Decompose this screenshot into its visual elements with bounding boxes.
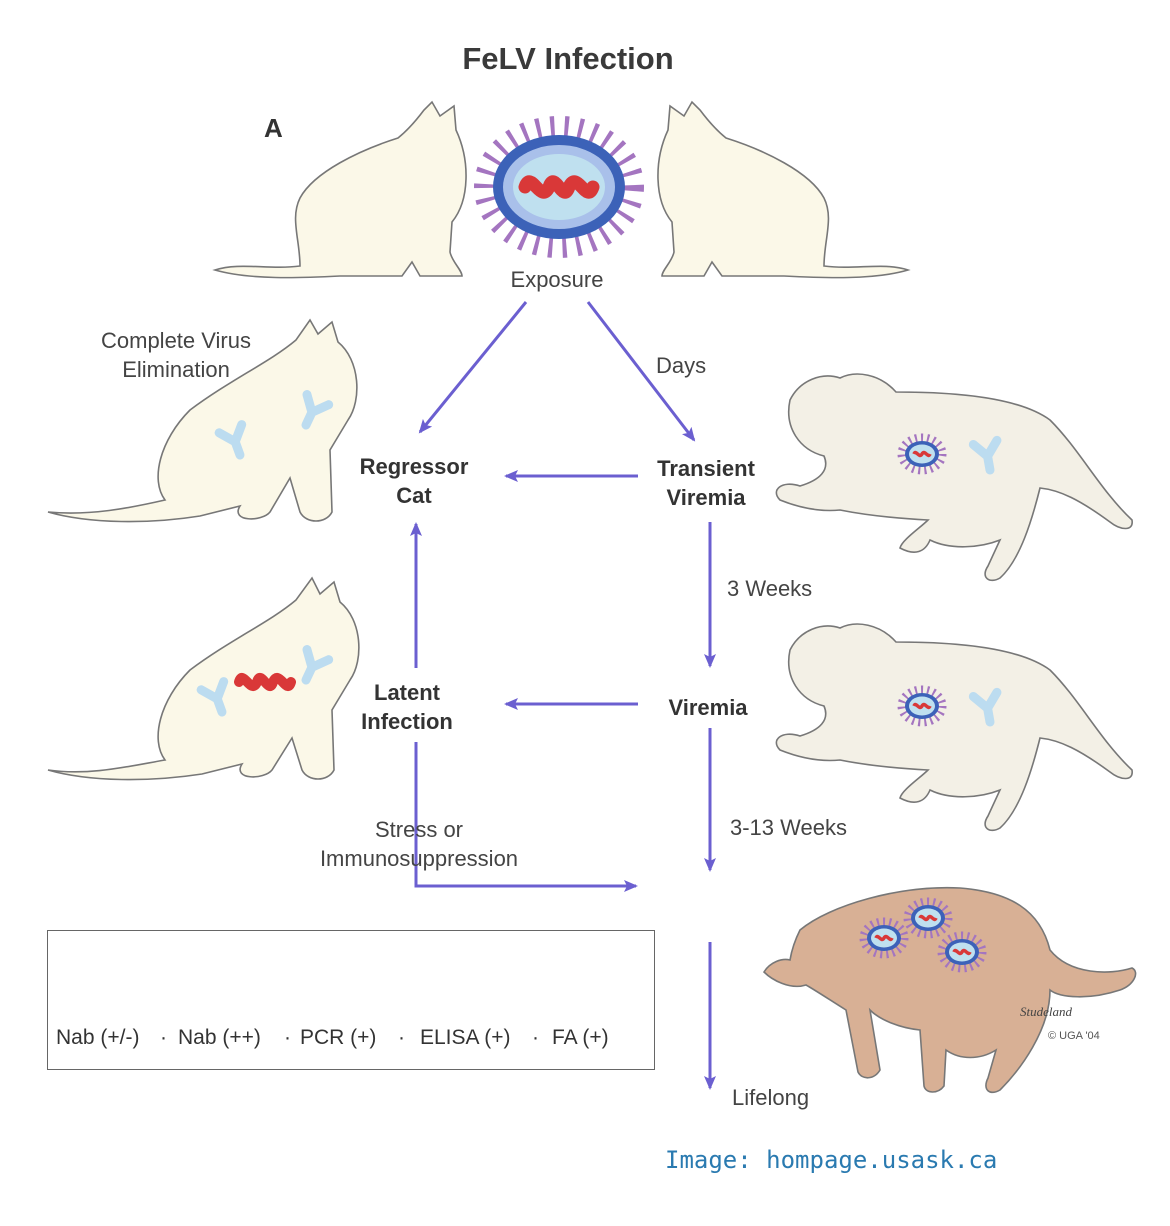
node-latent-1: Latent (374, 680, 440, 705)
label-days: Days (656, 353, 707, 378)
legend-fa: FA (+) (552, 1026, 609, 1049)
arrow-exposure-to-transient (586, 301, 696, 442)
legend-pcr: PCR (+) (300, 1026, 377, 1049)
arrows (410, 301, 716, 1090)
cat-viremia (775, 623, 1133, 832)
panel-label: A (264, 113, 283, 143)
legend-sep: · (160, 1026, 167, 1049)
cat-regressor (47, 318, 358, 523)
node-exposure: Exposure (510, 267, 604, 292)
legend-box (47, 930, 655, 1070)
legend-sep: · (398, 1026, 405, 1049)
node-transient-1: Transient (657, 456, 755, 481)
label-complete-elimination-2: Elimination (122, 357, 230, 382)
legend-nab-low: Nab (+/-) (56, 1026, 140, 1049)
label-3-13-weeks: 3-13 Weeks (730, 815, 847, 840)
node-regressor-1: Regressor (359, 454, 469, 479)
node-viremia: Viremia (668, 695, 748, 720)
legend-sep: · (532, 1026, 539, 1049)
node-latent-2: Infection (361, 709, 453, 734)
label-3-weeks: 3 Weeks (727, 576, 813, 601)
legend-sep: · (284, 1026, 291, 1049)
diagram-title: FeLV Infection (462, 41, 674, 76)
legend-nab-high: Nab (++) (178, 1026, 261, 1049)
arrow-latent-reactivation (414, 742, 638, 892)
image-credit: Image: hompage.usask.ca (665, 1146, 998, 1174)
cat-left-top (212, 100, 467, 279)
legend-elisa: ELISA (+) (420, 1026, 511, 1049)
node-lifelong: Lifelong (732, 1085, 810, 1110)
artist-signature: Studeland (1020, 1004, 1072, 1019)
node-transient-2: Viremia (666, 485, 746, 510)
cat-latent (47, 576, 360, 781)
arrow-exposure-to-regressor (418, 301, 528, 434)
virus-particle-large (474, 116, 644, 258)
cat-transient-viremia (775, 373, 1133, 582)
label-stress-2: Immunosuppression (319, 846, 519, 871)
label-stress-1: Stress or (374, 817, 464, 842)
label-complete-elimination-1: Complete Virus (101, 328, 251, 353)
cat-right-top (657, 100, 911, 279)
node-regressor-2: Cat (396, 483, 432, 508)
cat-persistent-infection (762, 886, 1137, 1094)
copyright-text: © UGA '04 (1048, 1030, 1100, 1042)
